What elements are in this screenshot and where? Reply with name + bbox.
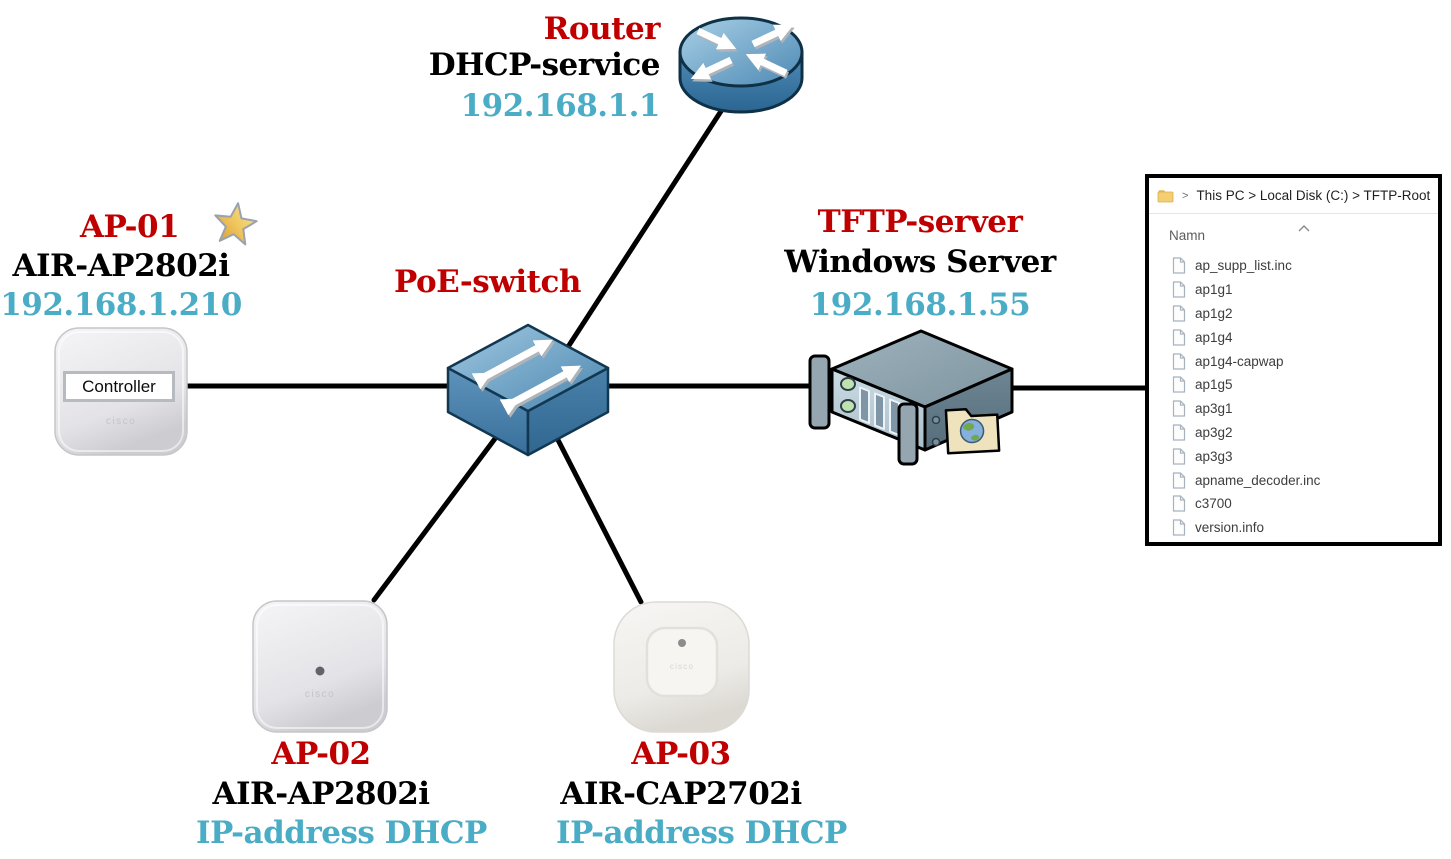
router-service-label: DHCP-service [428, 47, 661, 83]
file-icon [1172, 424, 1186, 441]
tftp-os-label: Windows Server [784, 244, 1056, 280]
link-switch-ap03 [554, 435, 644, 605]
router-ip-label: 192.168.1.1 [460, 88, 661, 124]
server-left-bracket [808, 354, 831, 430]
ap02-ip-label: IP-address DHCP [196, 815, 487, 851]
ap03-name-label: AP-03 [631, 736, 731, 772]
server-led [840, 377, 856, 391]
list-item[interactable]: version.info [1149, 516, 1438, 540]
file-icon [1172, 400, 1186, 417]
list-item[interactable]: ap3g2 [1149, 421, 1438, 445]
ap-inner-ridge [645, 626, 719, 698]
file-explorer-panel: > This PC > Local Disk (C:) > TFTP-Root … [1145, 174, 1442, 546]
list-item[interactable]: ap1g4 [1149, 325, 1438, 349]
star-icon [212, 201, 258, 252]
server-led [840, 399, 856, 413]
cisco-logo-text: cisco [305, 689, 335, 700]
ap02-name-label: AP-02 [271, 736, 371, 772]
column-header-name[interactable]: Namn [1169, 228, 1206, 243]
file-name: ap3g1 [1195, 401, 1233, 417]
ap-status-dot [678, 639, 686, 647]
controller-badge: Controller [63, 371, 175, 402]
tftp-server-icon [808, 329, 1014, 466]
file-list: ap_supp_list.inc ap1g1 ap1g2 [1149, 254, 1438, 540]
ap02-model-label: AIR-AP2802i [212, 776, 430, 812]
link-switch-ap02 [371, 433, 500, 603]
router-icon [678, 16, 804, 114]
cisco-logo-text: cisco [670, 662, 694, 671]
list-item[interactable]: c3700 [1149, 492, 1438, 516]
shared-folder-icon [944, 408, 1001, 455]
file-icon [1172, 257, 1186, 274]
poe-switch-icon [446, 323, 610, 457]
file-icon [1172, 519, 1186, 536]
server-mid-bracket [897, 402, 919, 466]
file-name: ap1g2 [1195, 305, 1233, 321]
sort-ascending-icon[interactable] [1298, 219, 1310, 237]
router-arrows [690, 24, 794, 80]
router-name-label: Router [543, 11, 661, 47]
file-icon [1172, 305, 1186, 322]
file-name: version.info [1195, 520, 1265, 536]
list-item[interactable]: ap_supp_list.inc [1149, 254, 1438, 278]
file-name: ap1g4 [1195, 329, 1233, 345]
folder-icon [1157, 189, 1174, 202]
cisco-logo-text: cisco [106, 416, 136, 427]
connection-lines [183, 102, 1161, 605]
list-item[interactable]: ap1g4-capwap [1149, 349, 1438, 373]
tftp-name-label: TFTP-server [817, 204, 1023, 240]
list-item[interactable]: ap1g1 [1149, 278, 1438, 302]
ap03-ip-label: IP-address DHCP [556, 815, 847, 851]
list-item[interactable]: ap3g1 [1149, 397, 1438, 421]
list-item[interactable]: ap1g2 [1149, 302, 1438, 326]
file-name: apname_decoder.inc [1195, 472, 1321, 488]
file-name: ap_supp_list.inc [1195, 258, 1292, 274]
file-icon [1172, 352, 1186, 370]
link-router-switch [563, 102, 728, 353]
file-icon [1172, 448, 1186, 465]
switch-arrows [471, 339, 582, 416]
file-icon [1172, 376, 1186, 393]
file-name: c3700 [1195, 496, 1232, 512]
list-item[interactable]: ap1g5 [1149, 373, 1438, 397]
file-icon [1172, 495, 1186, 512]
file-icon [1172, 329, 1186, 346]
tftp-ip-label: 192.168.1.55 [809, 287, 1031, 323]
ap03-model-label: AIR-CAP2702i [560, 776, 802, 812]
file-name: ap3g2 [1195, 424, 1233, 440]
file-name: ap1g4-capwap [1195, 353, 1284, 369]
ap01-ip-label: 192.168.1.210 [0, 287, 242, 323]
ap02-device-icon: cisco [252, 600, 388, 733]
breadcrumb-path[interactable]: This PC > Local Disk (C:) > TFTP-Root [1196, 188, 1431, 203]
list-item[interactable]: ap3g3 [1149, 444, 1438, 468]
file-icon [1172, 281, 1186, 298]
list-item[interactable]: apname_decoder.inc [1149, 468, 1438, 492]
poe-switch-label: PoE-switch [394, 264, 581, 300]
file-name: ap1g5 [1195, 377, 1233, 393]
ap01-model-label: AIR-AP2802i [12, 248, 230, 284]
ap01-name-label: AP-01 [80, 209, 180, 245]
file-name: ap3g3 [1195, 448, 1233, 464]
ap-status-dot [315, 666, 325, 676]
breadcrumb[interactable]: > This PC > Local Disk (C:) > TFTP-Root [1149, 178, 1438, 214]
breadcrumb-chevron-icon: > [1182, 189, 1189, 202]
file-icon [1172, 471, 1186, 489]
ap03-device-icon: cisco [613, 601, 750, 733]
file-name: ap1g1 [1195, 282, 1233, 298]
